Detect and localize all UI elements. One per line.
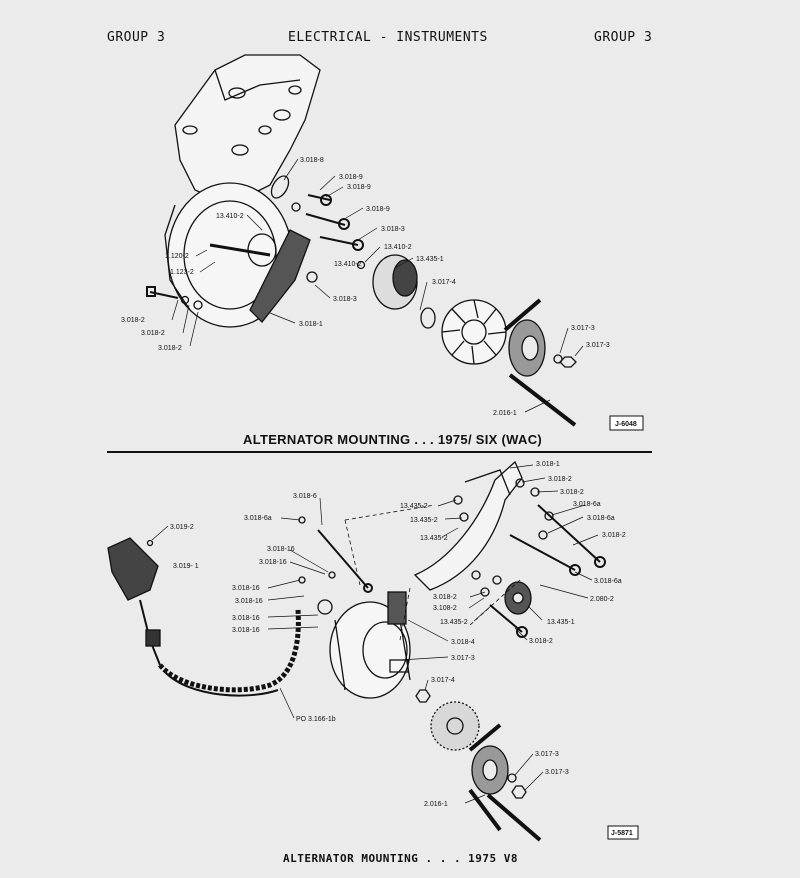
figure2-id: J-5871: [611, 830, 633, 837]
callout-label: 3.017-3: [535, 751, 559, 758]
callout-label: 13.435-1: [416, 256, 444, 263]
callout-label: 3.018-2: [548, 476, 572, 483]
callout-label: 3.019-2: [170, 524, 194, 531]
callout-label: 1.123-2: [170, 269, 194, 276]
callout-label: 3.017-4: [432, 279, 456, 286]
callout-label: 3.018-9: [366, 206, 390, 213]
callout-label: 3.018-2: [141, 330, 165, 337]
figure1-id: J-6048: [615, 421, 637, 428]
callout-label: 3.018-3: [333, 296, 357, 303]
callout-label: 3.017-3: [571, 325, 595, 332]
figure1-id-box: [609, 415, 644, 431]
callout-label: 3.018-2: [529, 638, 553, 645]
callout-label: 3.018-4: [451, 639, 475, 646]
callout-label: 3.018-9: [347, 184, 371, 191]
callout-label: 3.018-2: [433, 594, 457, 601]
callout-label: 3.018-1: [299, 321, 323, 328]
callout-label: 3.018-2: [602, 532, 626, 539]
callout-label: 3.017-3: [545, 769, 569, 776]
callout-label: 13.435-2: [420, 535, 448, 542]
callout-label: 3.018-6a: [594, 578, 622, 585]
callout-label: 13.410-2: [384, 244, 412, 251]
callout-label: 3.018-16: [267, 546, 295, 553]
callout-label: 3.018-16: [232, 585, 260, 592]
callout-label: 13.435-1: [547, 619, 575, 626]
figure2-title: ALTERNATOR MOUNTING . . . 1975 V8: [283, 852, 519, 865]
callout-label: 13.435-2: [410, 517, 438, 524]
callout-label: 3.018-2: [158, 345, 182, 352]
callout-label: 3.018-3: [381, 226, 405, 233]
callout-label: 3.018-6a: [573, 501, 601, 508]
callout-label: 3.018-2: [121, 317, 145, 324]
section-title: ELECTRICAL - INSTRUMENTS: [288, 30, 488, 45]
callout-label: 3.018-6a: [244, 515, 272, 522]
callout-label: 3.017-3: [586, 342, 610, 349]
figure2-callouts: 3.018-1 3.018-2 3.018-2 3.018-6 3.018-6a…: [170, 461, 626, 808]
callout-label: 2.080-2: [590, 596, 614, 603]
section-divider: [107, 451, 652, 453]
figure2-id-box: [607, 825, 639, 840]
callout-label: 3.018-6: [293, 493, 317, 500]
group-label-left: GROUP 3: [107, 30, 166, 45]
callout-label: 13.435-2: [400, 503, 428, 510]
figure2-drawing: [107, 460, 606, 842]
callout-label: 3.018-6a: [587, 515, 615, 522]
callout-label: 3.019- 1: [173, 563, 199, 570]
callout-label: 1.120-2: [165, 253, 189, 260]
callout-label: 3.108-2: [433, 605, 457, 612]
group-label-right: GROUP 3: [594, 30, 653, 45]
callout-label: 3.018-16: [232, 627, 260, 634]
callout-label: 2.016-1: [493, 410, 517, 417]
callout-label: 13.410-2: [216, 213, 244, 220]
figure1-drawing: [146, 54, 577, 427]
callout-label: 3.018-9: [339, 174, 363, 181]
callout-label: PO 3.166-1b: [296, 716, 336, 723]
callout-label: 13.435-2: [440, 619, 468, 626]
figure1-callouts: 3.018-8 3.018-9 3.018-9 3.018-9 3.018-3 …: [121, 157, 610, 417]
callout-label: 3.018-8: [300, 157, 324, 164]
callout-label: 2.016-1: [424, 801, 448, 808]
callout-label: 13.410-2: [334, 261, 362, 268]
callout-label: 3.018-2: [560, 489, 584, 496]
callout-label: 3.018-16: [232, 615, 260, 622]
callout-label: 3.017-3: [451, 655, 475, 662]
callout-label: 3.018-1: [536, 461, 560, 468]
callout-label: 3.018-16: [259, 559, 287, 566]
callout-label: 3.018-16: [235, 598, 263, 605]
callout-label: 3.017-4: [431, 677, 455, 684]
figure1-title: ALTERNATOR MOUNTING . . . 1975/ SIX (WAC…: [243, 432, 543, 447]
